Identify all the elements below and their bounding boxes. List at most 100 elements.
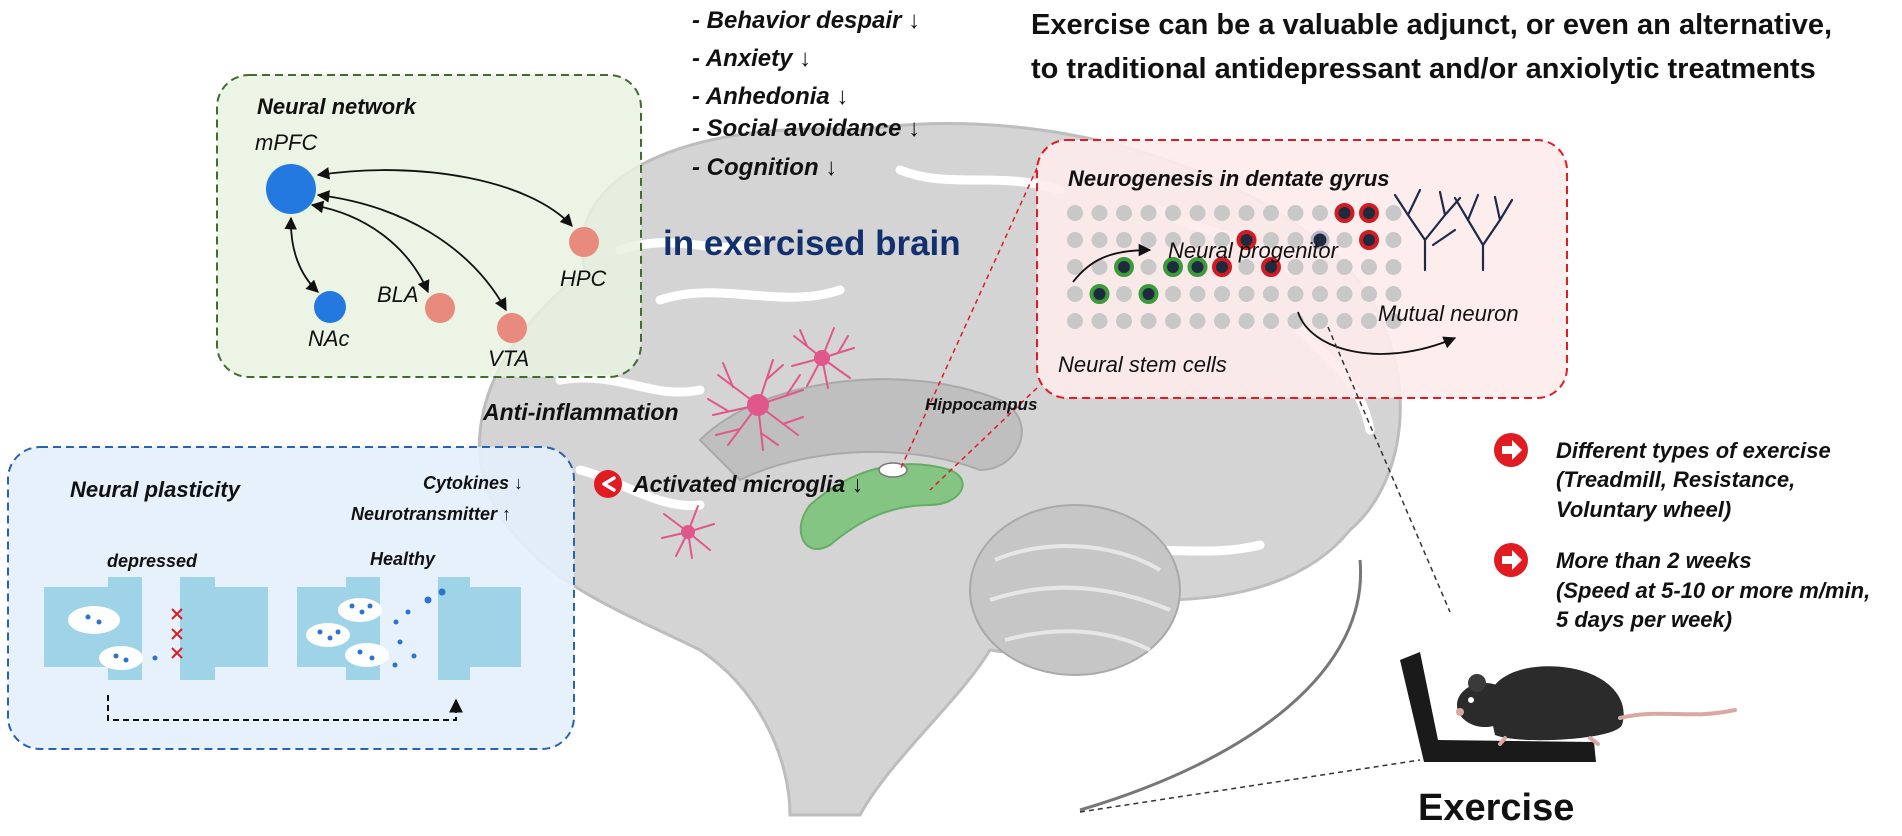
grid-cell bbox=[1091, 259, 1108, 275]
grid-cell bbox=[1359, 203, 1379, 223]
grid-cell bbox=[1114, 257, 1134, 277]
exercise-note-1: Different types of exercise (Treadmill, … bbox=[1494, 433, 1831, 522]
grid-cell bbox=[1089, 284, 1110, 304]
behavior-item: - Anxiety ↓ bbox=[692, 45, 811, 72]
note-2-line-1: More than 2 weeks bbox=[1556, 548, 1752, 573]
grid-cell bbox=[1138, 284, 1159, 304]
grid-cell bbox=[1116, 313, 1132, 329]
grid-cell bbox=[1214, 232, 1230, 248]
grid-cell bbox=[1238, 259, 1255, 275]
node-label-mpfc: mPFC bbox=[255, 130, 317, 155]
grid-cell bbox=[1165, 205, 1181, 221]
node-vta bbox=[497, 313, 527, 343]
grid-cell bbox=[1189, 286, 1206, 302]
grid-cell bbox=[1189, 232, 1206, 248]
grid-cell bbox=[1214, 205, 1230, 221]
behavior-item: - Cognition ↓ bbox=[692, 154, 837, 181]
grid-cell bbox=[1361, 259, 1377, 275]
grid-cell bbox=[1189, 313, 1206, 329]
grid-cell bbox=[1067, 313, 1083, 329]
grid-cell bbox=[1163, 257, 1183, 277]
grid-cell bbox=[1067, 205, 1083, 221]
header-line-2: to traditional antidepressant and/or anx… bbox=[1031, 53, 1816, 85]
hippocampus-label: Hippocampus bbox=[925, 395, 1037, 414]
grid-cell bbox=[1238, 286, 1255, 302]
mouse-treadmill-illustration: Exercise bbox=[1079, 326, 1737, 829]
connection-mpfc-hpc bbox=[316, 167, 573, 227]
grid-cell bbox=[1359, 230, 1379, 250]
activated-microglia-label: Activated microglia ↓ bbox=[632, 471, 863, 497]
grid-cell bbox=[1361, 313, 1377, 329]
grid-cell bbox=[1287, 286, 1304, 302]
grid-cell bbox=[1336, 286, 1353, 302]
grid-cell bbox=[1165, 286, 1181, 302]
grid-cell bbox=[1385, 286, 1402, 302]
grid-cell bbox=[1091, 232, 1108, 248]
mature-neuron-dendrites bbox=[1393, 188, 1514, 272]
behavior-item: - Social avoidance ↓ bbox=[692, 115, 920, 142]
anti-inflammation-label: Anti-inflammation bbox=[482, 399, 679, 425]
grid-cell bbox=[1385, 259, 1402, 275]
exercise-note-2: More than 2 weeks (Speed at 5-10 or more… bbox=[1494, 543, 1870, 632]
grid-cell bbox=[1312, 313, 1328, 329]
grid-cell bbox=[1263, 313, 1279, 329]
healthy-label: Healthy bbox=[370, 549, 436, 569]
grid-cell bbox=[1361, 286, 1377, 302]
neurotransmitter-label: Neurotransmitter ↑ bbox=[351, 504, 511, 524]
grid-cell bbox=[1140, 205, 1157, 221]
grid-cell bbox=[1067, 259, 1083, 275]
connection-mpfc-nac bbox=[284, 216, 319, 293]
grid-cell bbox=[1140, 232, 1157, 248]
behavior-item: - Behavior despair ↓ bbox=[692, 7, 920, 34]
grid-cell bbox=[1165, 313, 1181, 329]
grid-cell bbox=[1261, 257, 1281, 277]
grid-cell bbox=[1336, 232, 1353, 248]
grid-cell bbox=[1165, 232, 1181, 248]
node-label-vta: VTA bbox=[488, 346, 529, 371]
neural-network-panel: Neural network mPFC NAc BLA VTA HPC bbox=[216, 74, 642, 378]
note-2-line-3: 5 days per week) bbox=[1556, 607, 1732, 632]
neural-network-title: Neural network bbox=[257, 94, 418, 119]
grid-cell bbox=[1067, 286, 1083, 302]
neural-plasticity-panel: Neural plasticity Cytokines ↓ Neurotrans… bbox=[7, 446, 575, 750]
note-1-line-1: Different types of exercise bbox=[1556, 438, 1831, 463]
brain-title: in exercised brain bbox=[663, 224, 961, 263]
grid-cell bbox=[1385, 313, 1402, 329]
node-label-nac: NAc bbox=[308, 326, 350, 351]
note-1-line-3: Voluntary wheel) bbox=[1556, 497, 1731, 522]
node-nac bbox=[314, 291, 346, 323]
note-2-line-2: (Speed at 5-10 or more m/min, bbox=[1556, 578, 1870, 603]
grid-cell bbox=[1116, 205, 1132, 221]
grid-cell bbox=[1140, 259, 1157, 275]
grid-cell bbox=[1116, 286, 1132, 302]
grid-cell bbox=[1238, 205, 1255, 221]
grid-cell bbox=[1287, 205, 1304, 221]
grid-cell bbox=[1385, 232, 1402, 248]
neural-plasticity-title: Neural plasticity bbox=[70, 477, 242, 502]
grid-cell bbox=[1214, 313, 1230, 329]
grid-cell bbox=[1263, 205, 1279, 221]
grid-cell bbox=[1067, 232, 1083, 248]
grid-cell bbox=[1238, 313, 1255, 329]
cytokines-label: Cytokines ↓ bbox=[423, 473, 523, 493]
grid-cell bbox=[1336, 259, 1353, 275]
note-1-line-2: (Treadmill, Resistance, bbox=[1556, 467, 1795, 492]
grid-cell bbox=[1263, 286, 1279, 302]
grid-cell bbox=[1091, 205, 1108, 221]
neurogenesis-title: Neurogenesis in dentate gyrus bbox=[1068, 166, 1390, 191]
node-mpfc bbox=[266, 164, 316, 214]
grid-cell bbox=[1287, 259, 1304, 275]
node-bla bbox=[425, 293, 455, 323]
grid-cell bbox=[1189, 205, 1206, 221]
depressed-label: depressed bbox=[107, 551, 198, 571]
neurogenesis-panel: Neurogenesis in dentate gyrus Neural pro… bbox=[899, 139, 1568, 491]
blocked-signal-marks bbox=[171, 608, 183, 659]
node-hpc bbox=[569, 227, 599, 257]
grid-cell bbox=[1312, 286, 1328, 302]
exercise-label: Exercise bbox=[1418, 787, 1574, 829]
grid-cell bbox=[1236, 230, 1257, 250]
grid-cell bbox=[1312, 205, 1328, 221]
grid-cell bbox=[1140, 313, 1157, 329]
behavior-item: - Anhedonia ↓ bbox=[692, 83, 848, 110]
cell-grid bbox=[1067, 203, 1402, 329]
